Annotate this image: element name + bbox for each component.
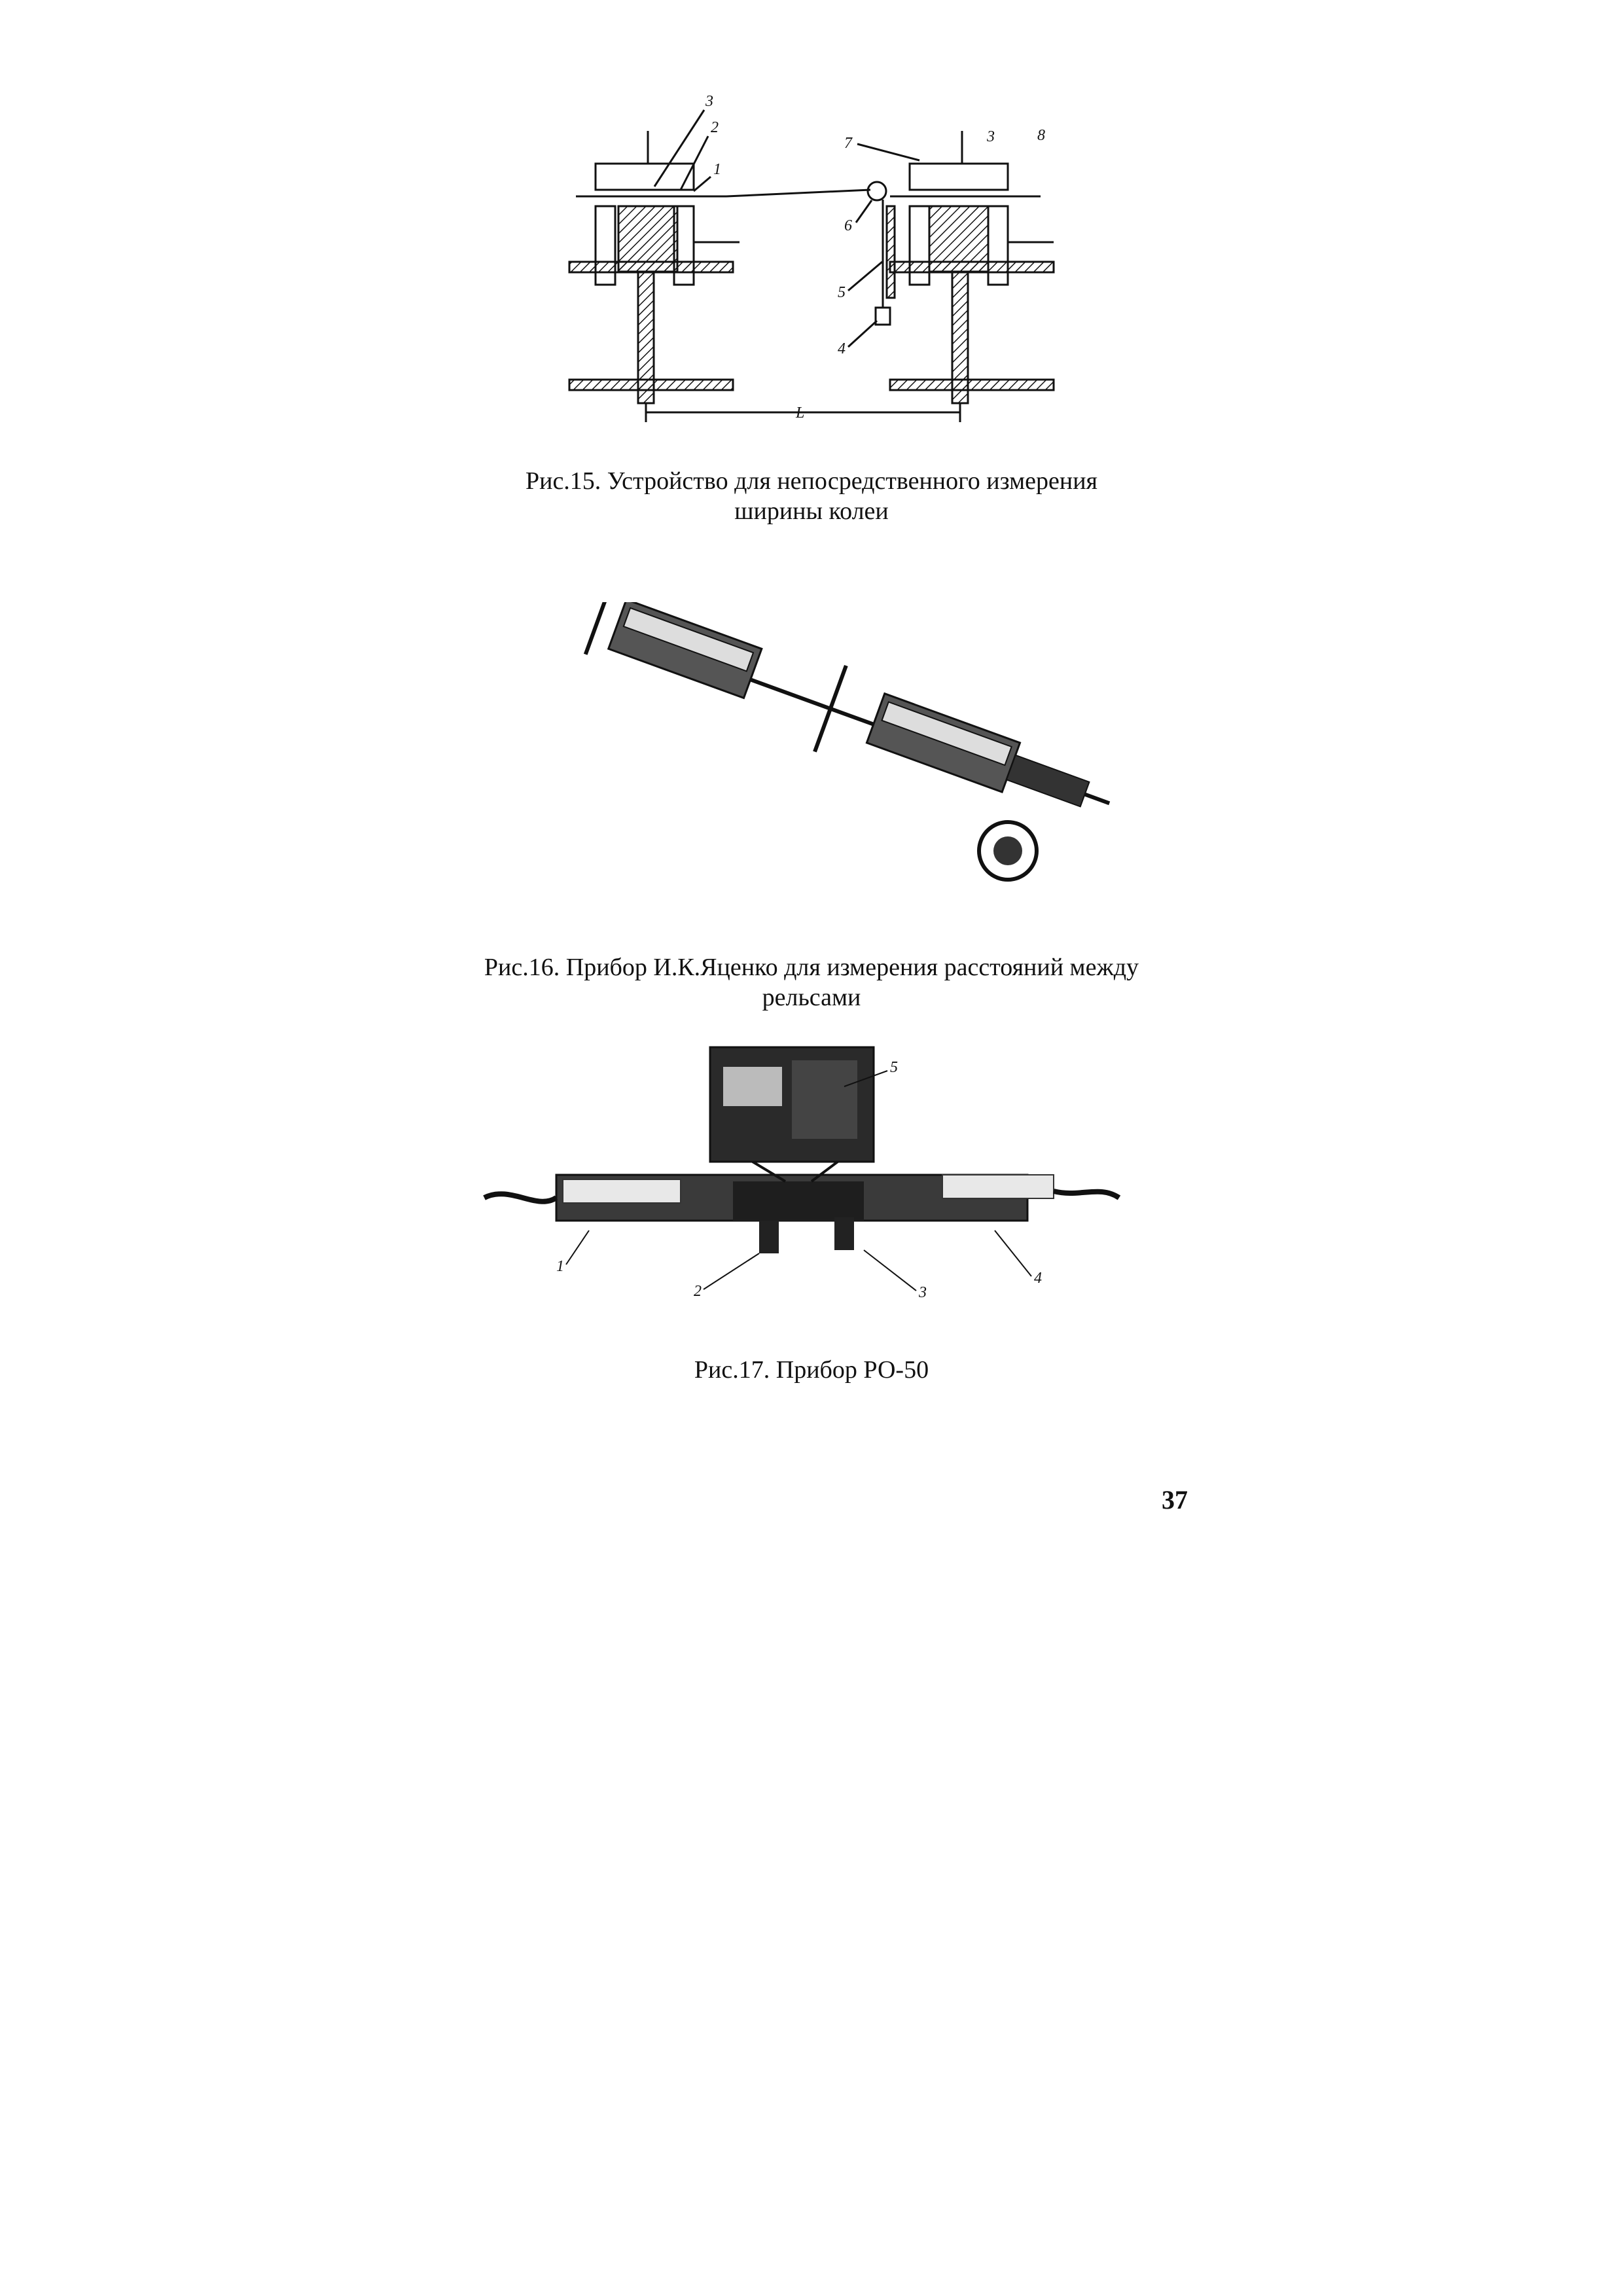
label-7: 7 bbox=[844, 135, 853, 152]
figure-15-caption: Рис.15. Устройство для непосредственного… bbox=[0, 466, 1623, 526]
label-5: 5 bbox=[838, 284, 846, 301]
label-8: 8 bbox=[1037, 127, 1045, 144]
label-3: 3 bbox=[918, 1284, 927, 1301]
label-5: 5 bbox=[890, 1059, 898, 1076]
figure-17-photo: 5 1 2 3 4 bbox=[483, 1046, 1121, 1301]
figure-15-diagram: 3 2 1 7 3 8 6 5 4 L bbox=[568, 93, 1055, 422]
caption-line: Рис.15. Устройство для непосредственного… bbox=[525, 467, 1098, 495]
label-2: 2 bbox=[694, 1283, 702, 1300]
page-number: 37 bbox=[1162, 1485, 1188, 1515]
label-1: 1 bbox=[556, 1258, 564, 1275]
caption-line: Рис.17. Прибор РО-50 bbox=[694, 1356, 929, 1384]
caption-line: рельсами bbox=[762, 984, 861, 1011]
label-3-left: 3 bbox=[705, 93, 713, 110]
label-4: 4 bbox=[1034, 1270, 1042, 1287]
right-rail-assembly bbox=[866, 131, 1055, 404]
figure-17-caption: Рис.17. Прибор РО-50 bbox=[0, 1355, 1623, 1385]
caption-line: Рис.16. Прибор И.К.Яценко для измерения … bbox=[484, 954, 1139, 981]
label-L: L bbox=[795, 404, 804, 422]
label-3-right: 3 bbox=[986, 128, 995, 145]
caption-line: ширины колеи bbox=[734, 497, 889, 525]
label-1: 1 bbox=[713, 161, 721, 178]
label-2: 2 bbox=[711, 119, 719, 136]
figure-16-caption: Рис.16. Прибор И.К.Яценко для измерения … bbox=[0, 952, 1623, 1013]
figure-16-illustration bbox=[583, 602, 1111, 882]
label-4: 4 bbox=[838, 340, 846, 357]
label-6: 6 bbox=[844, 217, 852, 234]
